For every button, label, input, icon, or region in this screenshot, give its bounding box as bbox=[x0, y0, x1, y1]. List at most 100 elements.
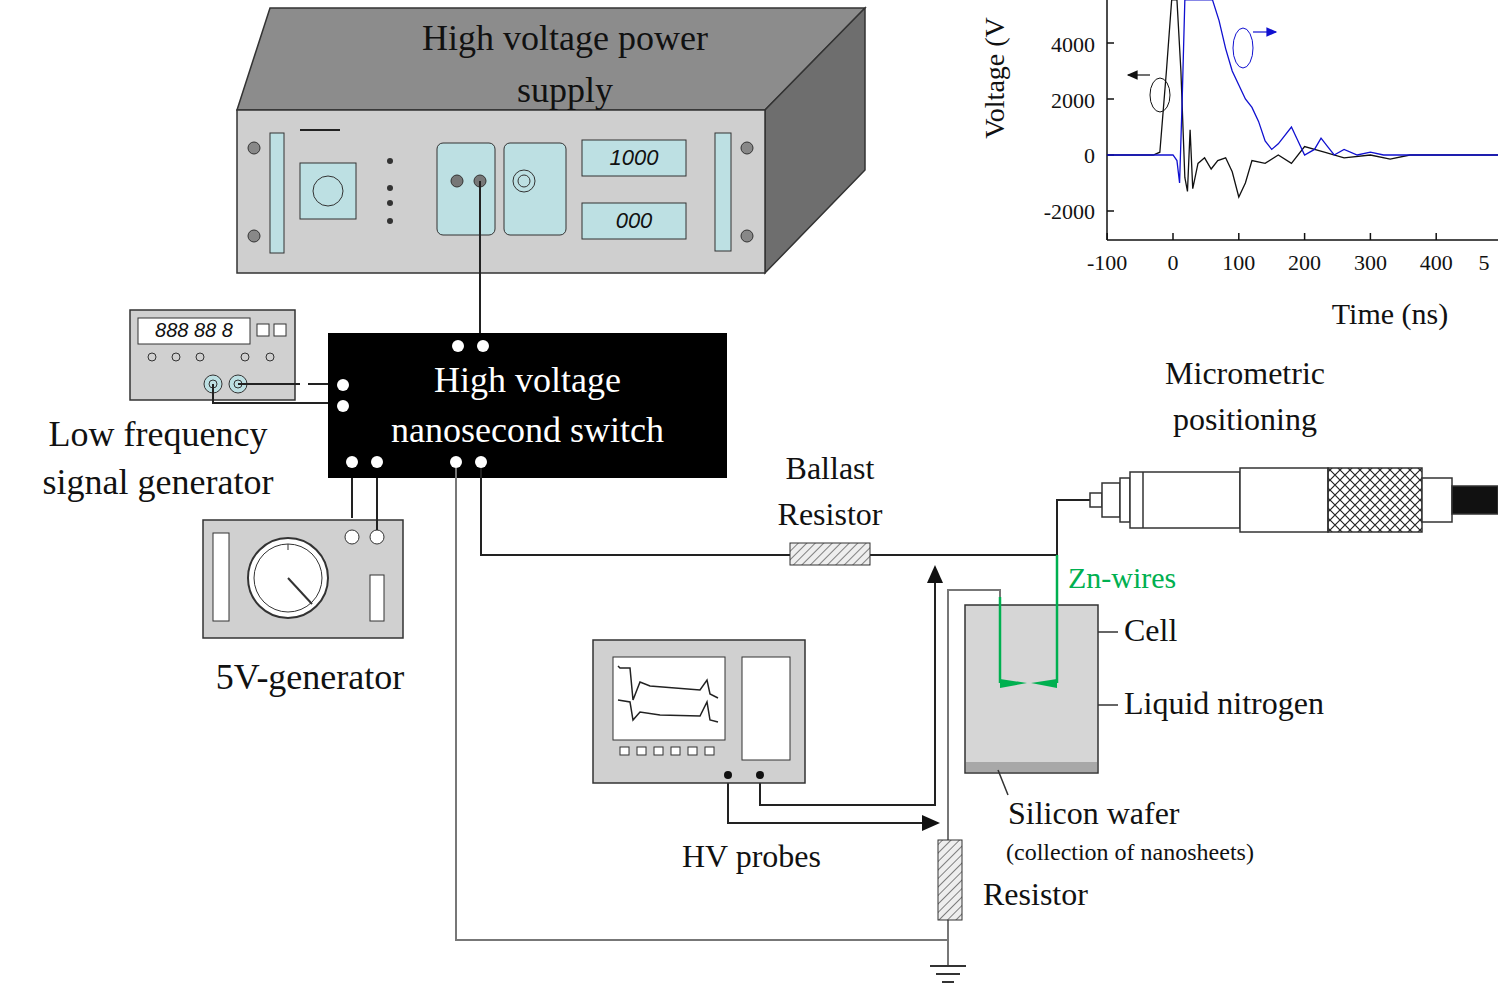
voltage-chart bbox=[1128, 74, 1150, 75]
signal-generator-device bbox=[148, 353, 156, 361]
tick-label: 0 bbox=[1084, 143, 1095, 168]
circuit-wire bbox=[870, 500, 1090, 555]
oscilloscope bbox=[593, 640, 805, 783]
signal-generator-device bbox=[238, 383, 300, 385]
tick-label: 2000 bbox=[1051, 88, 1095, 113]
voltage-chart bbox=[1150, 78, 1170, 112]
chart-tick bbox=[1107, 210, 1114, 212]
oscilloscope bbox=[637, 747, 646, 755]
switch-box bbox=[450, 456, 462, 468]
switch-box bbox=[328, 333, 727, 478]
power-supply-box bbox=[387, 158, 393, 164]
part-label: Silicon wafer bbox=[1008, 795, 1180, 832]
node-title: High voltage power supply bbox=[415, 12, 715, 116]
power-supply-box bbox=[270, 133, 284, 253]
zinc-wire bbox=[1000, 555, 1057, 683]
leader-line bbox=[1098, 704, 1118, 706]
five-volt-generator-device bbox=[370, 530, 384, 544]
power-supply-box bbox=[518, 175, 530, 187]
oscilloscope bbox=[705, 747, 714, 755]
node-title: Low frequency signal generator bbox=[12, 410, 304, 506]
cryogenic-cell bbox=[965, 605, 1098, 773]
voltage-chart bbox=[1106, 0, 1108, 240]
part-label: Cell bbox=[1124, 612, 1177, 649]
ground-wire bbox=[947, 920, 949, 965]
signal-generator-device bbox=[274, 324, 286, 336]
zinc-wire-tip bbox=[1000, 679, 1057, 688]
tick-label: 400 bbox=[1420, 250, 1453, 275]
chart-tick bbox=[1435, 233, 1437, 240]
power-supply-box bbox=[741, 230, 753, 242]
voltage-chart bbox=[1253, 31, 1276, 32]
signal-generator-device bbox=[196, 353, 204, 361]
leader-line bbox=[998, 770, 1008, 795]
chart-tick bbox=[1107, 98, 1114, 100]
chart-tick bbox=[1304, 233, 1306, 240]
ground-symbol bbox=[936, 973, 960, 975]
voltage-chart bbox=[1107, 43, 1436, 240]
five-volt-generator-device bbox=[213, 533, 229, 621]
blue-curve bbox=[1107, 0, 1498, 183]
switch-box bbox=[452, 340, 464, 352]
micrometer bbox=[1090, 468, 1498, 532]
five-volt-generator: 5V-generator bbox=[190, 518, 430, 708]
resistor-symbol bbox=[938, 840, 962, 920]
power-supply-box bbox=[741, 142, 753, 154]
micrometer bbox=[1102, 483, 1120, 517]
five-volt-generator-device bbox=[254, 544, 322, 612]
power-supply-box bbox=[387, 218, 393, 224]
resistor-symbol bbox=[938, 840, 962, 920]
tick-label: 300 bbox=[1354, 250, 1387, 275]
part-label: (collection of nanosheets) bbox=[1006, 838, 1254, 866]
zinc-wire-tip bbox=[1000, 679, 1027, 688]
ground-wire bbox=[456, 468, 1000, 965]
power-supply-box bbox=[248, 230, 260, 242]
micrometer bbox=[1328, 468, 1422, 532]
oscilloscope bbox=[756, 771, 764, 779]
axis-title: Time (ns) bbox=[1332, 296, 1448, 331]
circuit-wire bbox=[481, 468, 790, 555]
oscilloscope bbox=[724, 771, 732, 779]
part-label: Micrometric positioning bbox=[1130, 350, 1360, 442]
part-label: Ballast Resistor bbox=[750, 445, 910, 537]
chart-tick bbox=[1107, 42, 1114, 44]
part-label: Zn-wires bbox=[1068, 560, 1176, 595]
power-supply-box bbox=[237, 110, 765, 273]
oscilloscope bbox=[620, 747, 629, 755]
tick-label: 0 bbox=[1168, 250, 1179, 275]
oscilloscope bbox=[671, 747, 680, 755]
ground-wire bbox=[456, 468, 948, 940]
switch-box bbox=[477, 340, 489, 352]
tick-label: 5 bbox=[1479, 250, 1490, 275]
oscilloscope bbox=[618, 666, 718, 700]
switch-box bbox=[475, 456, 487, 468]
micrometer bbox=[1452, 486, 1498, 514]
power-supply-box bbox=[300, 163, 356, 219]
five-volt-generator-device bbox=[203, 520, 403, 638]
signal-generator-device bbox=[213, 384, 340, 403]
ground-symbol bbox=[930, 965, 966, 967]
micrometer bbox=[1422, 478, 1452, 522]
ground-symbol bbox=[942, 981, 954, 983]
five-volt-generator-device bbox=[288, 544, 289, 550]
ballast-resistor-symbol bbox=[790, 543, 870, 565]
oscilloscope bbox=[618, 700, 718, 722]
power-supply-box bbox=[313, 176, 343, 206]
part-label: Liquid nitrogen bbox=[1124, 685, 1324, 722]
cryogenic-cell bbox=[966, 762, 1097, 772]
micrometer bbox=[1130, 472, 1240, 528]
power-supply-box bbox=[504, 143, 566, 235]
power-supply-box bbox=[451, 175, 463, 187]
signal-generator-device bbox=[257, 324, 269, 336]
five-volt-generator-device bbox=[248, 538, 328, 618]
tick-label: 100 bbox=[1222, 250, 1255, 275]
oscilloscope bbox=[688, 747, 697, 755]
connector-wire bbox=[479, 273, 481, 333]
chart-tick bbox=[1370, 233, 1372, 240]
five-volt-generator-device bbox=[345, 530, 359, 544]
part-label: Resistor bbox=[983, 876, 1088, 913]
power-supply-box bbox=[715, 133, 731, 251]
power-supply-box bbox=[248, 142, 260, 154]
leader-line bbox=[1098, 631, 1118, 633]
ballast-resistor-symbol bbox=[790, 543, 870, 565]
